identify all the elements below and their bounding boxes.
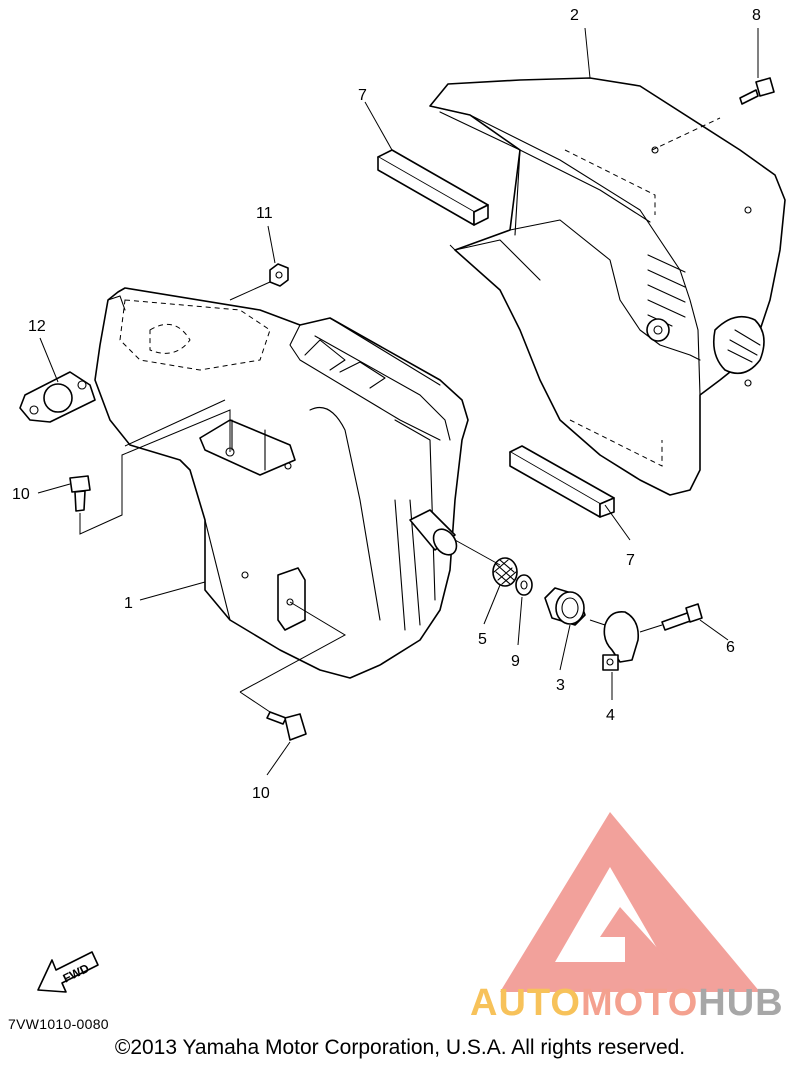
callout-7-upper: 7 (358, 87, 367, 104)
watermark-moto: MOTO (580, 982, 699, 1024)
bolt-10-upper (69, 475, 91, 512)
muffler (94, 287, 469, 679)
gasket (19, 371, 96, 423)
bolt-10-lower (266, 711, 307, 741)
heat-shield-cover (429, 77, 786, 496)
bolt-8 (739, 77, 775, 105)
callout-10-lower: 10 (252, 785, 270, 802)
callout-10-upper: 10 (12, 486, 30, 503)
document-code: 7VW1010-0080 (8, 1016, 109, 1032)
clamp (602, 610, 640, 671)
callout-7-lower: 7 (626, 552, 635, 569)
screw-6 (661, 603, 703, 631)
automotohub-logo-icon (500, 812, 760, 992)
leader-lines (37, 27, 759, 776)
callout-11: 11 (256, 205, 273, 222)
fwd-arrow-icon: FWD (37, 951, 99, 993)
callout-8: 8 (752, 7, 761, 24)
watermark-auto: AUTO (470, 982, 581, 1024)
callout-2: 2 (570, 7, 579, 24)
nut (269, 263, 289, 287)
callout-5: 5 (478, 631, 487, 648)
callout-4: 4 (606, 707, 615, 724)
callout-6: 6 (726, 639, 735, 656)
rubber-strip-lower (509, 445, 615, 518)
rubber-strip-upper (377, 149, 489, 226)
callout-12: 12 (28, 318, 46, 335)
callout-labels: 2 8 7 11 12 10 7 1 5 6 9 3 4 10 (12, 7, 761, 802)
watermark-hub: HUB (698, 982, 784, 1024)
watermark-text: AUTOMOTOHUB (470, 982, 784, 1025)
callout-3: 3 (556, 677, 565, 694)
spark-arrester-screen (492, 557, 518, 587)
copyright-notice: ©2013 Yamaha Motor Corporation, U.S.A. A… (114, 1036, 686, 1059)
washer (515, 574, 533, 596)
callout-1: 1 (124, 595, 133, 612)
callout-9: 9 (511, 653, 520, 670)
tail-pipe-collar (544, 587, 586, 626)
